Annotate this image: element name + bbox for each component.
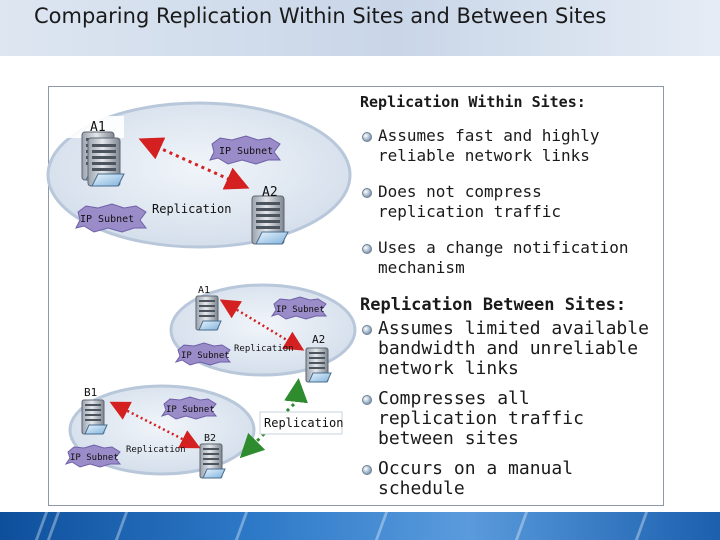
bullet-icon (362, 395, 372, 405)
replication-label-site-a: Replication (234, 344, 294, 354)
server-a2-label: A2 (262, 185, 278, 200)
subnet-label-b-top: IP Subnet (166, 405, 215, 415)
slide-title: Comparing Replication Within Sites and B… (34, 4, 607, 28)
subnet-label-a-top: IP Subnet (276, 305, 325, 315)
subnet-label-top-1: IP Subnet (219, 146, 273, 157)
between-bullet-3: Occurs on a manual schedule (356, 459, 652, 499)
bullet-icon (362, 465, 372, 475)
subnet-badge-b-bottom: IP Subnet (64, 444, 122, 468)
replication-link-site-b (109, 401, 201, 449)
subnet-badge-b-top: IP Subnet (160, 396, 218, 420)
server-a2-bottom-label: A2 (312, 333, 325, 346)
bullet-icon (362, 244, 372, 254)
title-band (0, 0, 720, 56)
server-a1-bottom-icon (195, 295, 222, 331)
subnet-label-b-bottom: IP Subnet (70, 453, 119, 463)
replication-label-between: Replication (264, 416, 343, 430)
server-b1-label: B1 (84, 386, 97, 399)
server-b1-icon (81, 399, 108, 435)
between-bullet-2: Compresses all replication traffic betwe… (356, 389, 652, 449)
subnet-badge-top-1: IP Subnet (209, 135, 281, 165)
replication-link-top (138, 137, 250, 190)
replication-label-site-b: Replication (126, 445, 186, 455)
within-bullet-1: Assumes fast and highly reliable network… (356, 126, 652, 166)
bullet-icon (362, 132, 372, 142)
subnet-label-a-bottom: IP Subnet (181, 351, 230, 361)
server-b2-label: B2 (204, 433, 216, 444)
server-a1-bottom-label: A1 (198, 285, 210, 296)
footer-band (0, 512, 720, 540)
server-a2-icon (251, 195, 289, 245)
subnet-badge-top-2: IP Subnet (75, 203, 147, 233)
server-a2-bottom-icon (305, 347, 332, 383)
replication-between-box (259, 411, 343, 435)
subnet-badge-a-bottom: IP Subnet (174, 342, 232, 366)
within-heading: Replication Within Sites: (360, 93, 586, 111)
between-heading: Replication Between Sites: (360, 295, 627, 315)
between-bullet-1: Assumes limited available bandwidth and … (356, 319, 652, 379)
within-bullet-3: Uses a change notification mechanism (356, 238, 652, 278)
bullet-icon (362, 188, 372, 198)
server-a1-label: A1 (90, 120, 106, 135)
within-bullet-2: Does not compress replication traffic (356, 182, 652, 222)
server-b2-icon (199, 443, 226, 479)
bullet-icon (362, 325, 372, 335)
subnet-label-top-2: IP Subnet (80, 214, 134, 225)
within-bullets: Assumes fast and highly reliable network… (356, 126, 652, 278)
between-bullets: Assumes limited available bandwidth and … (356, 319, 652, 499)
server-a1-icon (64, 116, 125, 187)
replication-label-top: Replication (152, 202, 231, 216)
subnet-badge-a-top: IP Subnet (270, 296, 328, 320)
